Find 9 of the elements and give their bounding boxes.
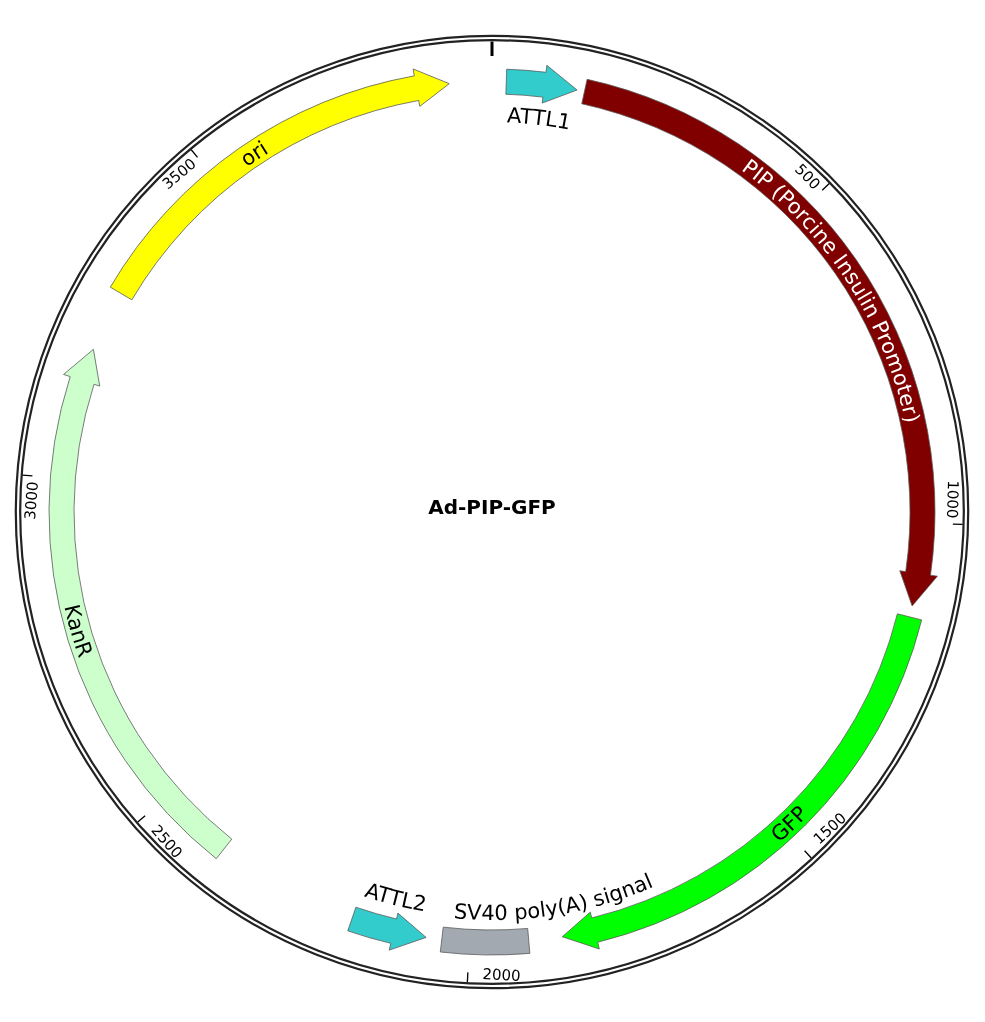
plasmid-name: Ad-PIP-GFP [428, 496, 556, 518]
feature-label: ATTL1 [506, 103, 573, 135]
feature-label: GFP [766, 801, 813, 847]
feature-label: ATTL2 [362, 878, 429, 917]
position-label: 1000 [942, 480, 962, 519]
feature-label: SV40 poly(A) signal [453, 868, 657, 926]
feature-label: ori [235, 136, 272, 172]
position-label: 2000 [482, 964, 522, 985]
position-label: 3000 [21, 480, 42, 521]
